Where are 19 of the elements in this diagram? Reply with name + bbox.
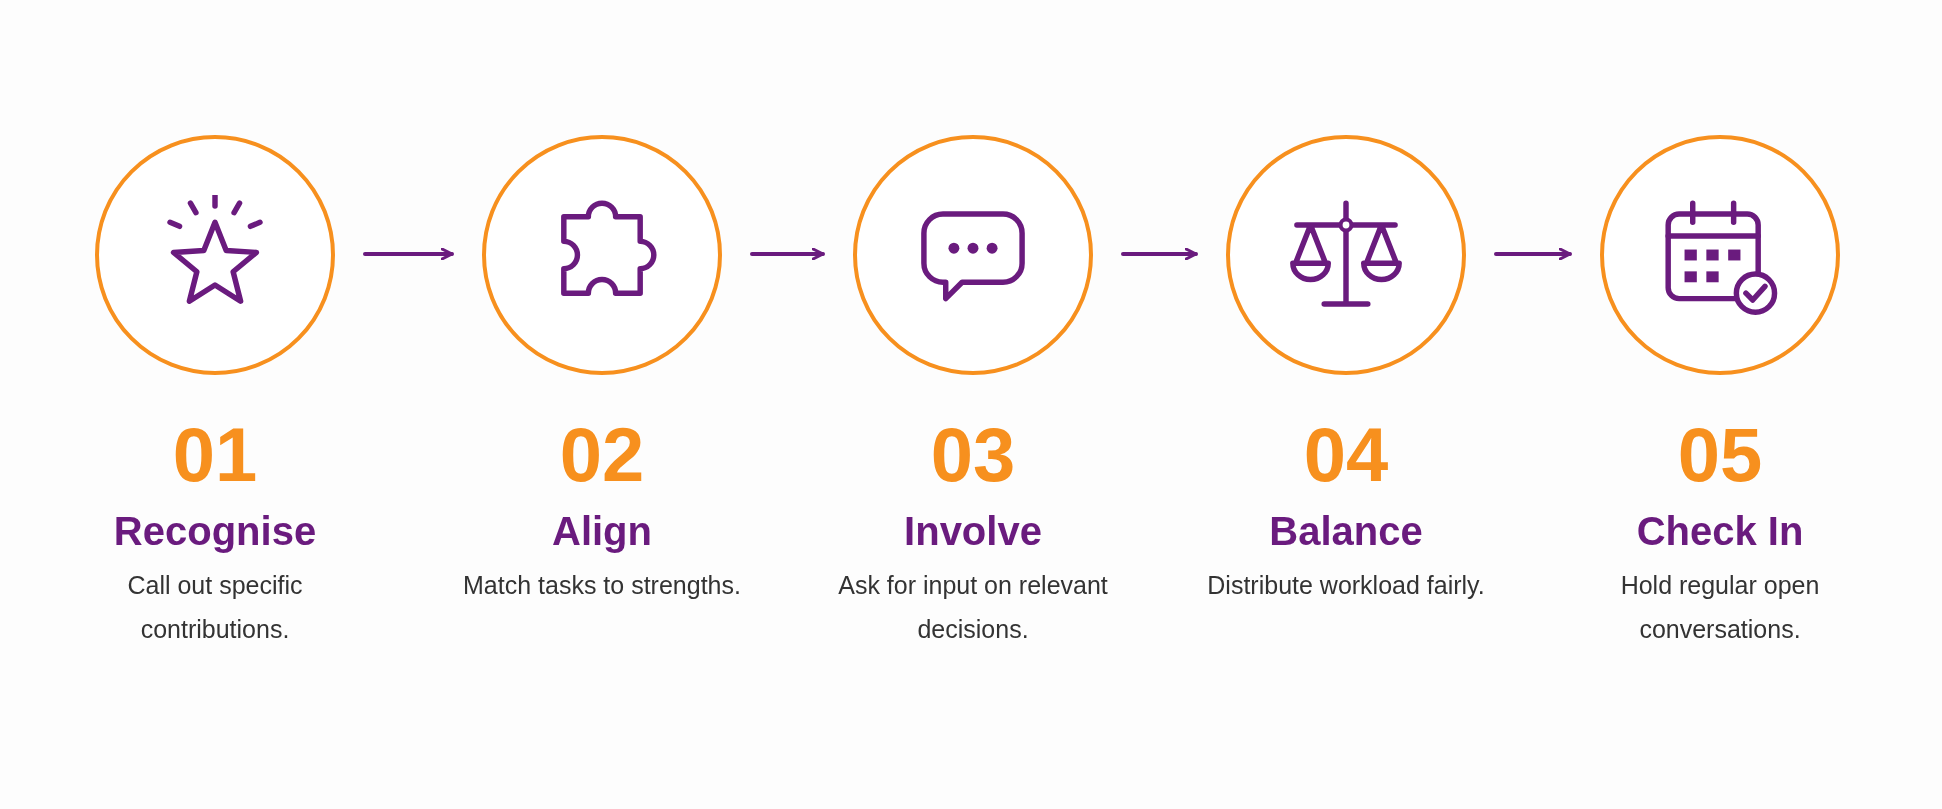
step-number: 02 <box>559 415 645 495</box>
arrow <box>1494 247 1572 261</box>
step-description: Call out specific contributions. <box>126 570 304 645</box>
step-title: Check In <box>1636 508 1804 555</box>
step-number: 01 <box>172 415 258 495</box>
step-description: Ask for input on relevant decisions. <box>837 570 1109 645</box>
step-number: 05 <box>1677 415 1763 495</box>
step-number: 03 <box>930 415 1016 495</box>
step-number: 04 <box>1303 415 1389 495</box>
arrow <box>1121 247 1198 261</box>
step-description: Match tasks to strengths. <box>462 570 742 601</box>
step-title: Balance <box>1269 508 1423 555</box>
step-description: Distribute workload fairly. <box>1206 570 1486 601</box>
step-title: Align <box>552 508 652 555</box>
step-title: Involve <box>904 508 1042 555</box>
step-description: Hold regular open conversations. <box>1619 570 1821 645</box>
step-title: Recognise <box>113 508 317 555</box>
arrow <box>363 247 454 261</box>
arrow <box>750 247 825 261</box>
